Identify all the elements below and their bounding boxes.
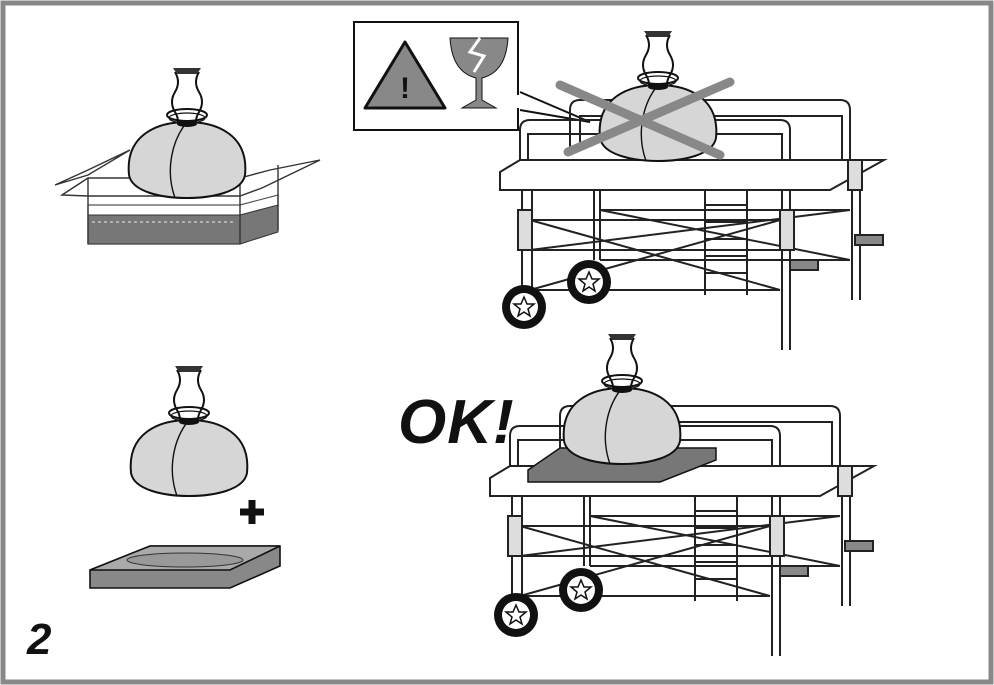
- ok-label: OK!: [398, 388, 515, 457]
- hood-in-box: [54, 67, 321, 245]
- warning-triangle-icon: !: [363, 40, 447, 110]
- hood-and-pad: [89, 365, 281, 589]
- trolley-wrong: [499, 30, 885, 351]
- trolley-ok: [489, 333, 875, 657]
- fragile-glass-icon: [449, 37, 509, 109]
- plus-icon: [240, 500, 264, 524]
- warning-callout: !: [353, 21, 591, 131]
- step-number: 2: [27, 615, 52, 664]
- svg-text:!: !: [400, 72, 410, 105]
